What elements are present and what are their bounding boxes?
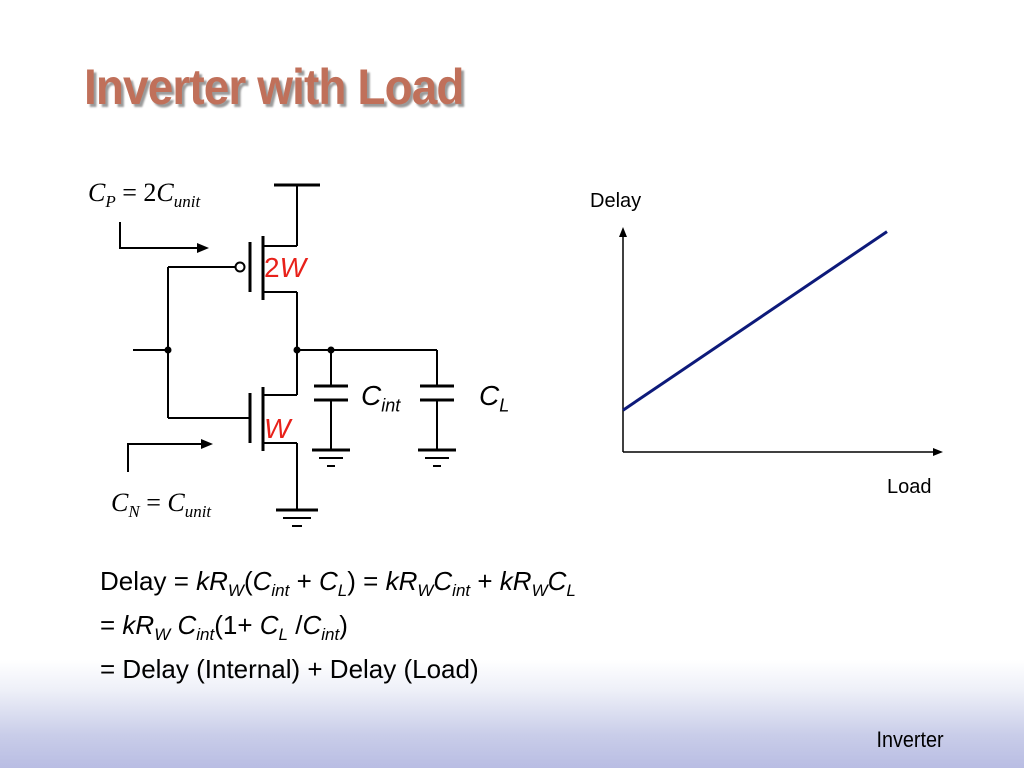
x-axis-label: Load bbox=[887, 476, 932, 498]
pmos-bubble bbox=[234, 261, 246, 273]
cp-label: CP = 2Cunit bbox=[88, 178, 201, 212]
equation-line-1: Delay = kRW(Cint + CL) = kRWCint + kRWCL bbox=[100, 566, 576, 601]
cn-label: CN = Cunit bbox=[111, 488, 212, 522]
y-axis-arrow bbox=[619, 227, 627, 237]
equation-line-3: = Delay (Internal) + Delay (Load) bbox=[100, 654, 479, 684]
y-axis-label: Delay bbox=[590, 190, 642, 212]
cint-label: Cint bbox=[361, 380, 401, 416]
cl-label: CL bbox=[479, 380, 510, 416]
series-line-delay bbox=[622, 230, 888, 412]
cn-arrow-line bbox=[127, 443, 202, 472]
equation-line-2: = kRW Cint(1+ CL /Cint) bbox=[100, 610, 348, 645]
cp-arrow-line bbox=[119, 222, 198, 249]
slide-title: Inverter with Load bbox=[84, 59, 465, 115]
nmos-width-label: W bbox=[264, 413, 291, 444]
input-junction bbox=[164, 346, 172, 354]
pmos-width-label: 2W bbox=[264, 252, 307, 283]
cn-arrow-head bbox=[201, 439, 213, 449]
footer-label: Inverter bbox=[876, 727, 944, 752]
cint-junction bbox=[327, 346, 335, 354]
x-axis-arrow bbox=[933, 448, 943, 456]
output-junction bbox=[293, 346, 301, 354]
cp-arrow-head bbox=[197, 243, 209, 253]
